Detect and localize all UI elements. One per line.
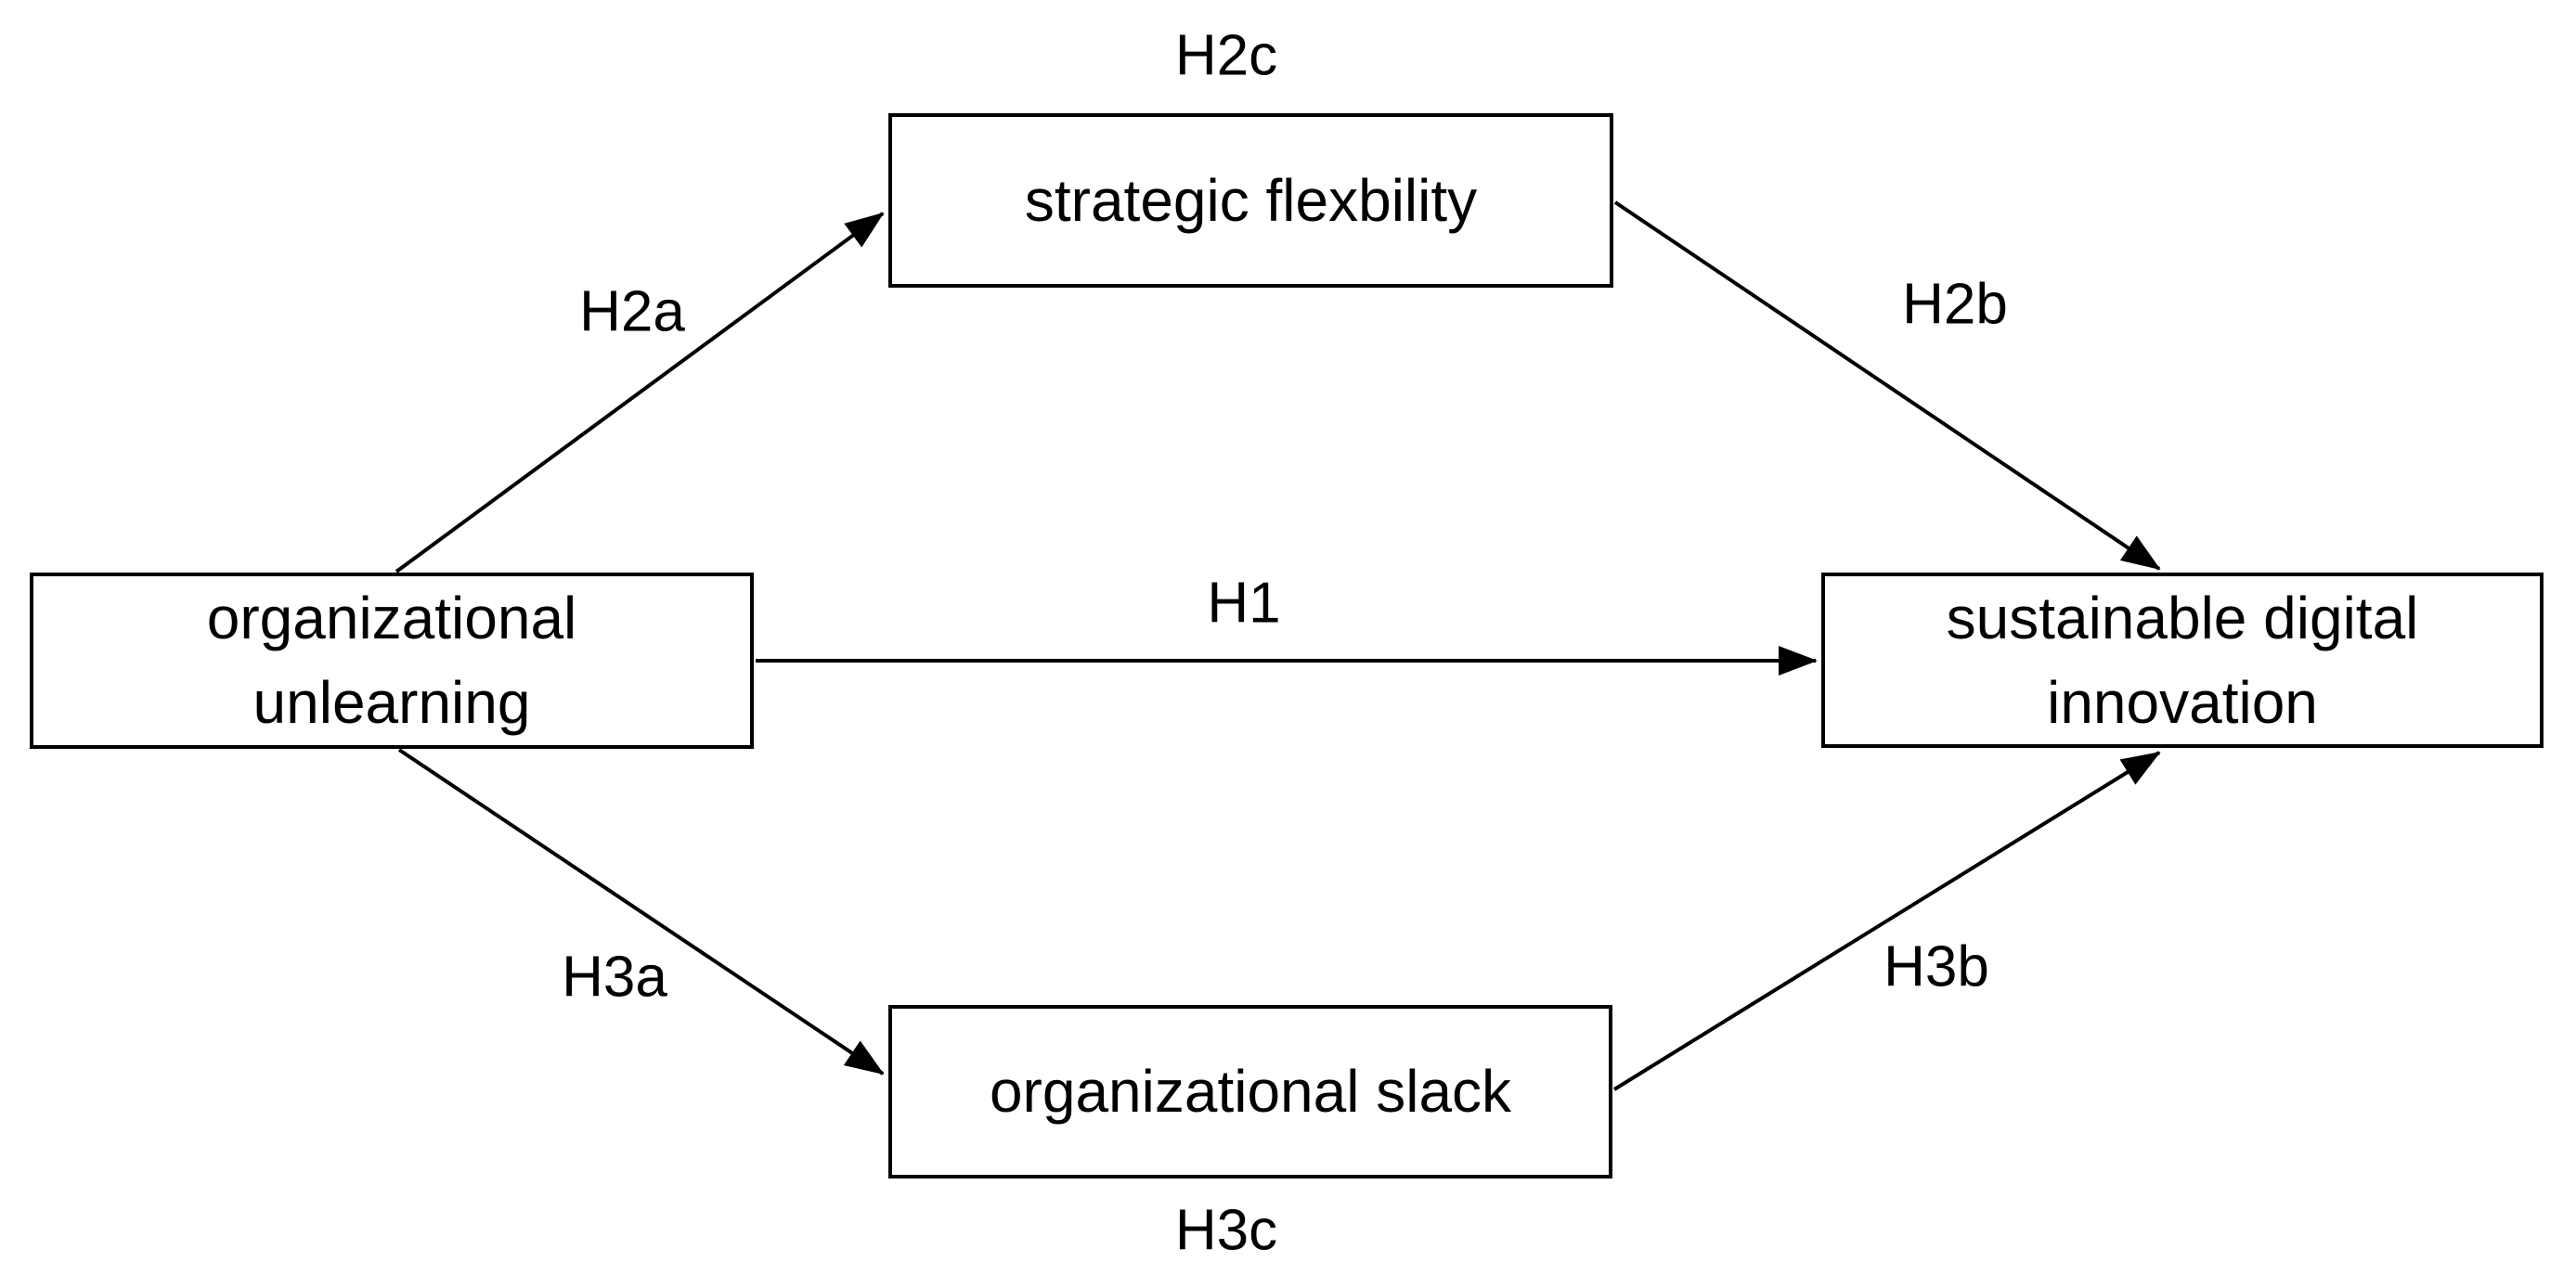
node-sustainable-digital-innovation-label-line1: sustainable digital — [1946, 584, 2419, 651]
node-organizational-unlearning-label-line1: organizational — [206, 585, 577, 652]
node-strategic-flexibility: strategic flexbility — [888, 113, 1613, 288]
node-organizational-unlearning: organizational unlearning — [30, 573, 754, 749]
arrow-h3b — [1612, 751, 2161, 1091]
edge-label-h1: H1 — [1207, 571, 1281, 636]
node-sustainable-digital-innovation-label-line2: innovation — [2047, 668, 2318, 736]
arrow-h2a — [395, 212, 885, 573]
arrow-h2b — [1613, 200, 2161, 571]
node-strategic-flexibility-label: strategic flexbility — [1024, 166, 1478, 234]
node-organizational-slack-label: organizational slack — [989, 1058, 1512, 1126]
edge-label-h3c: H3c — [1174, 1198, 1278, 1263]
edge-label-h3a: H3a — [562, 945, 667, 1010]
arrow-h3a — [397, 748, 885, 1075]
node-organizational-unlearning-label-line2: unlearning — [252, 669, 531, 736]
edge-label-h3b: H3b — [1883, 934, 1989, 999]
edge-label-h2c: H2c — [1174, 23, 1278, 88]
edge-label-h2a: H2a — [579, 279, 685, 344]
node-sustainable-digital-innovation: sustainable digital innovation — [1821, 573, 2544, 748]
edge-label-h2b: H2b — [1902, 272, 2008, 337]
node-organizational-slack: organizational slack — [888, 1005, 1612, 1179]
